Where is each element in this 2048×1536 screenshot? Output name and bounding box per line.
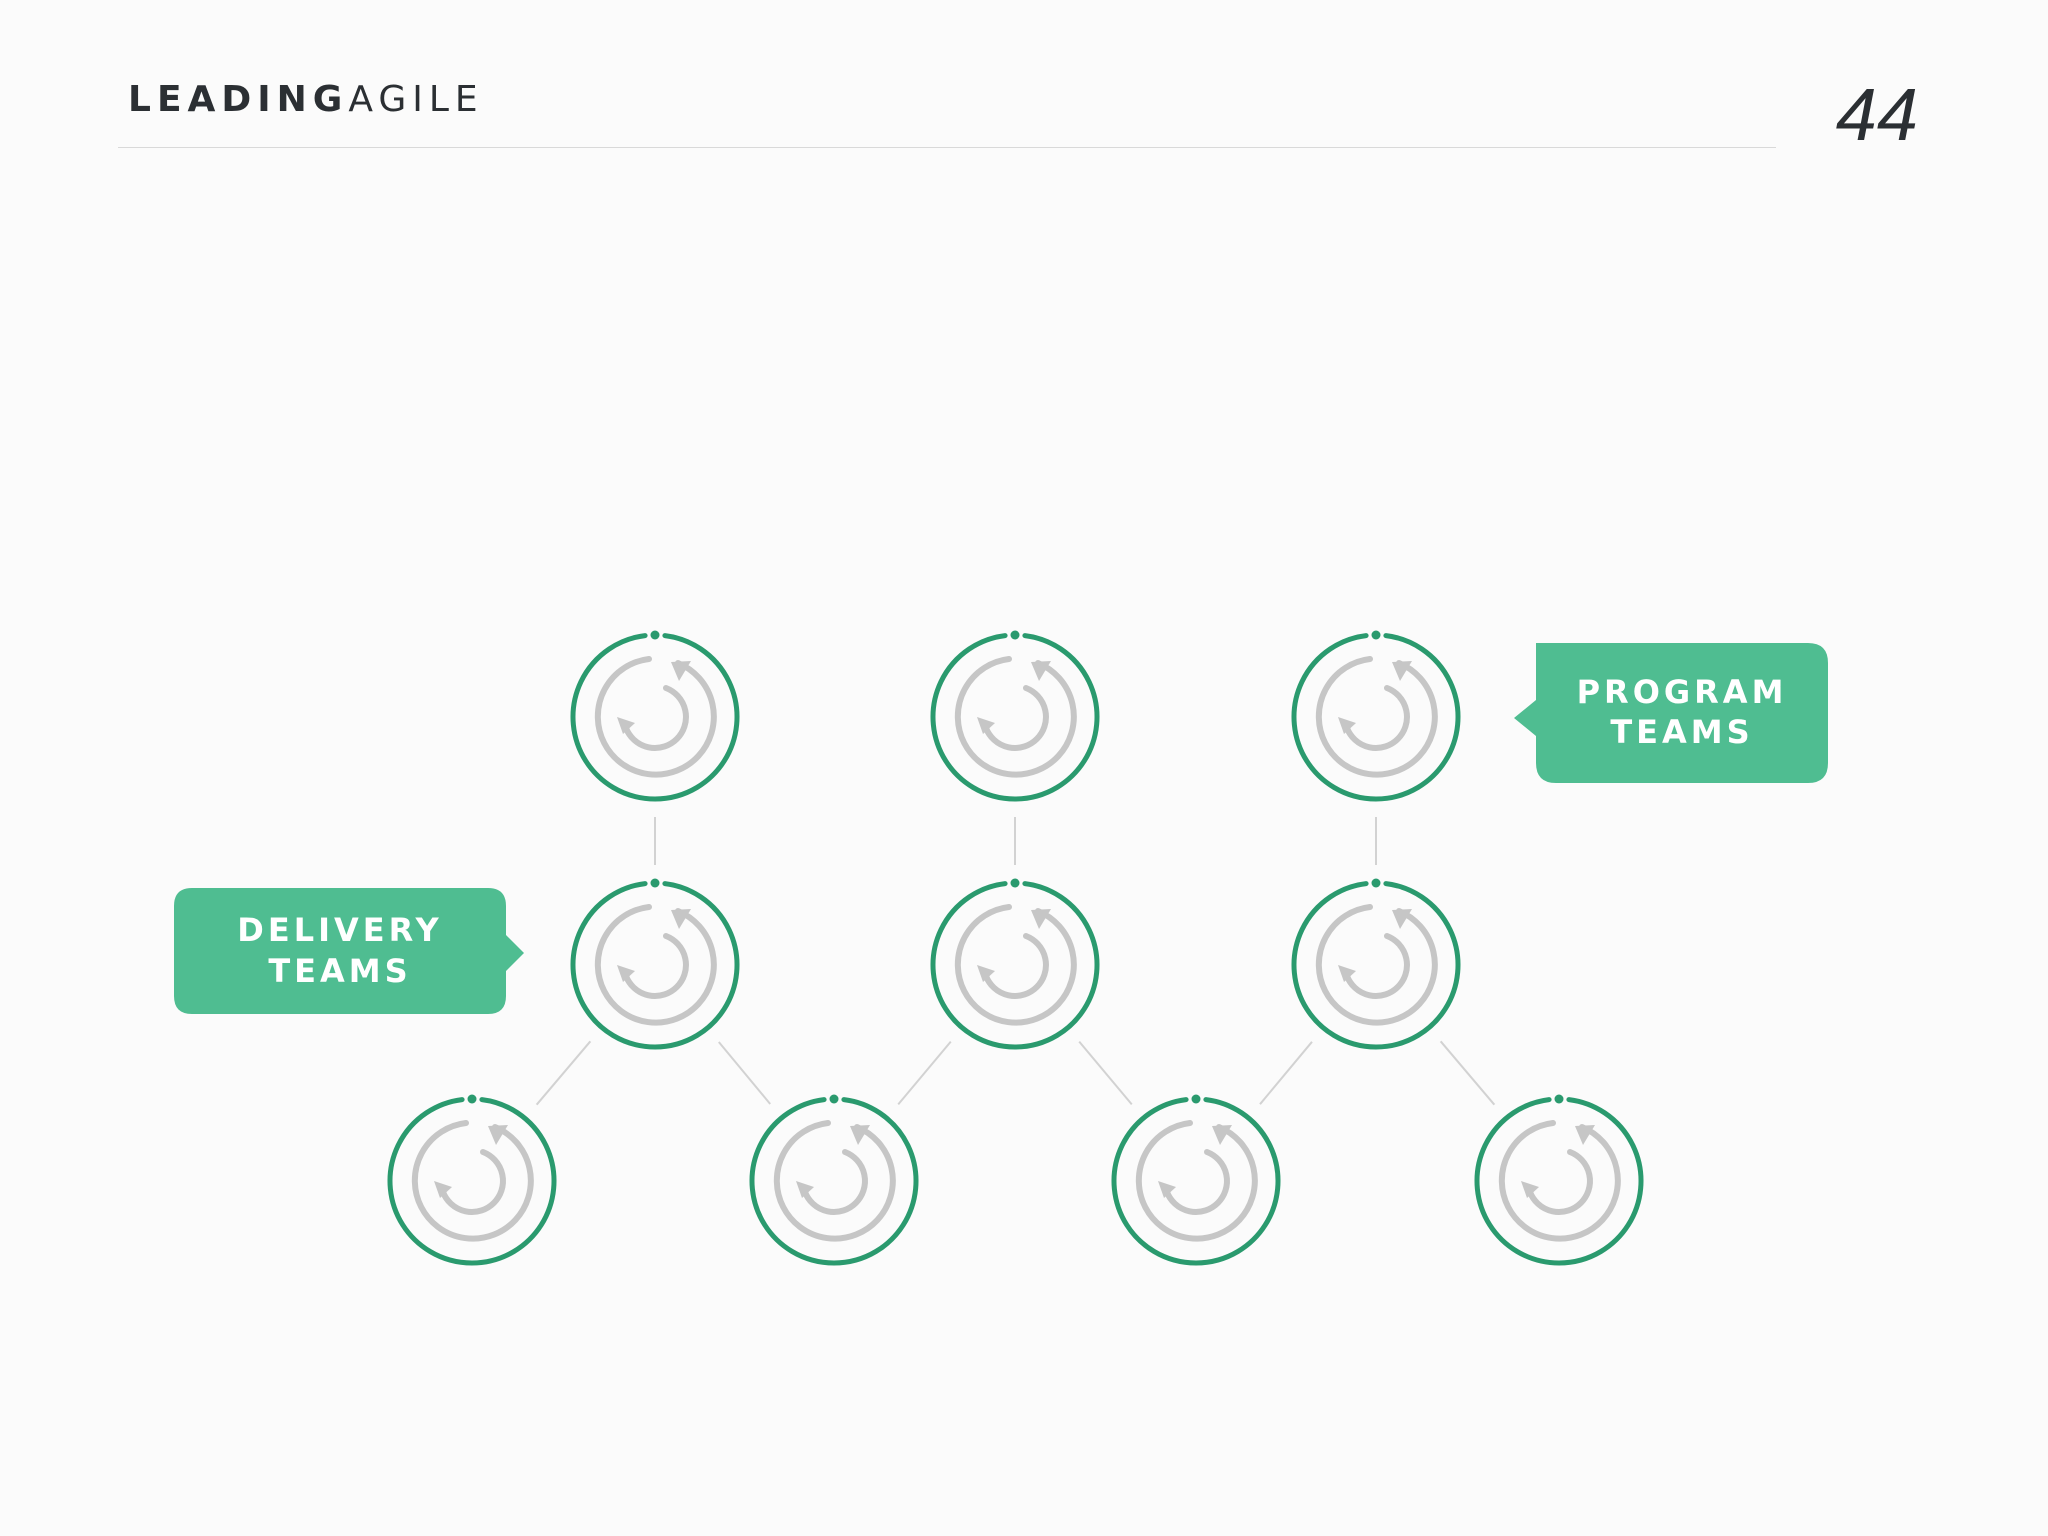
team-node-m3 bbox=[1294, 879, 1458, 1048]
team-node-b2 bbox=[752, 1095, 916, 1264]
team-node-m1 bbox=[573, 879, 737, 1048]
nodes bbox=[390, 631, 1641, 1264]
connector-m3-b4 bbox=[1439, 1040, 1496, 1106]
connector-m1-b1 bbox=[535, 1040, 592, 1106]
team-node-p2 bbox=[933, 631, 1097, 800]
delivery-teams-callout: DELIVERY TEAMS bbox=[174, 888, 524, 1014]
program-teams-callout: PROGRAM TEAMS bbox=[1514, 643, 1828, 783]
delivery-teams-line1: DELIVERY bbox=[237, 911, 442, 949]
delivery-teams-line2: TEAMS bbox=[268, 952, 411, 990]
connector-m2-b2 bbox=[897, 1041, 952, 1105]
team-node-p3 bbox=[1294, 631, 1458, 800]
team-node-m2 bbox=[933, 879, 1097, 1048]
logo: LEADINGAGILE bbox=[128, 82, 484, 118]
header-divider bbox=[118, 147, 1776, 148]
team-node-b1 bbox=[390, 1095, 554, 1264]
team-node-b4 bbox=[1477, 1095, 1641, 1264]
connectors bbox=[535, 817, 1496, 1106]
team-node-p1 bbox=[573, 631, 737, 800]
page-number: 44 bbox=[1835, 73, 1918, 156]
connector-m1-b2 bbox=[718, 1041, 771, 1105]
logo-light: AGILE bbox=[348, 79, 484, 120]
logo-bold: LEADING bbox=[128, 79, 349, 120]
connector-m2-b3 bbox=[1078, 1041, 1133, 1105]
team-node-b3 bbox=[1114, 1095, 1278, 1264]
connector-m3-b3 bbox=[1259, 1041, 1313, 1105]
program-teams-line1: PROGRAM bbox=[1577, 673, 1788, 711]
program-teams-line2: TEAMS bbox=[1610, 713, 1753, 751]
